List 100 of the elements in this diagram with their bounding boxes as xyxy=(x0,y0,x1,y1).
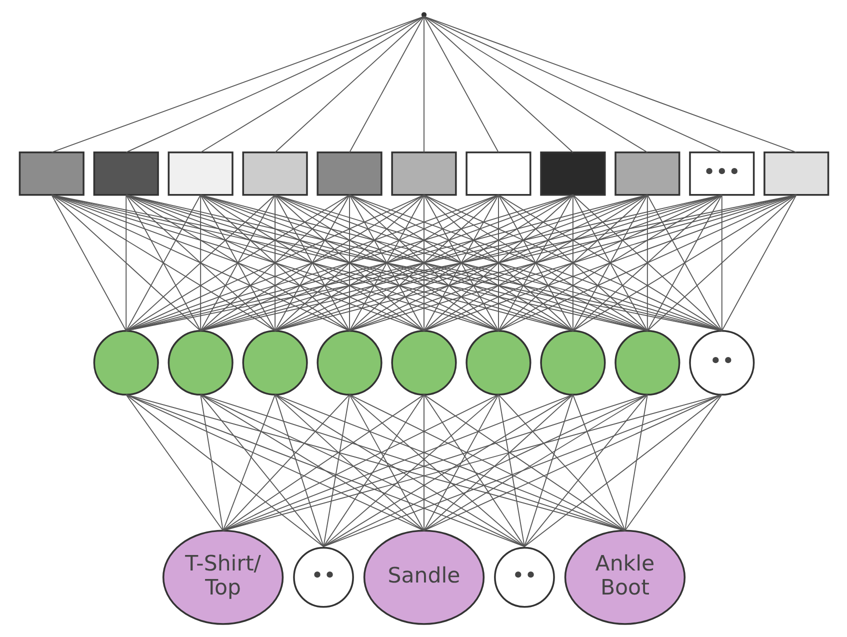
connector xyxy=(200,194,498,332)
connector xyxy=(348,394,524,548)
connector xyxy=(423,194,648,332)
node-circle xyxy=(614,330,680,396)
connector xyxy=(646,194,648,332)
node-box xyxy=(540,151,606,196)
node-ellipse: Ankle Boot xyxy=(564,530,686,625)
connector xyxy=(423,16,722,153)
connector xyxy=(222,394,573,532)
connector xyxy=(423,394,722,532)
connector xyxy=(572,194,648,332)
connector xyxy=(423,16,424,153)
connector xyxy=(498,194,573,332)
connector xyxy=(524,394,722,548)
node-ellipse: T-Shirt/ Top xyxy=(162,530,284,625)
connector xyxy=(498,394,625,532)
connector xyxy=(720,194,722,332)
connector xyxy=(423,394,524,548)
connector xyxy=(274,16,424,153)
connector xyxy=(348,194,722,332)
node-box xyxy=(92,151,158,196)
connector xyxy=(274,394,625,532)
node-circle xyxy=(540,330,606,396)
connector xyxy=(274,194,573,332)
connector xyxy=(125,194,498,332)
connector xyxy=(274,194,498,332)
connector xyxy=(423,194,796,332)
connector xyxy=(348,194,424,332)
connector xyxy=(322,394,424,548)
connector xyxy=(125,194,424,332)
connector xyxy=(423,394,573,532)
node-box: ••• xyxy=(688,151,754,196)
node-circle: •• xyxy=(292,546,354,608)
connector xyxy=(423,394,424,532)
connector xyxy=(624,394,648,532)
connector xyxy=(222,394,498,532)
connector xyxy=(524,394,573,548)
connector xyxy=(498,394,524,548)
connector xyxy=(322,394,498,548)
connector xyxy=(274,194,648,332)
node-box xyxy=(614,151,680,196)
node-circle xyxy=(167,330,233,396)
connector xyxy=(423,194,722,332)
connector xyxy=(274,194,276,332)
connector xyxy=(274,394,424,532)
node-circle xyxy=(92,330,158,396)
connector xyxy=(348,194,350,332)
connector xyxy=(200,394,224,532)
node-circle xyxy=(390,330,456,396)
connector xyxy=(125,194,201,332)
node-point xyxy=(420,12,426,18)
connector xyxy=(498,194,722,332)
connector xyxy=(348,194,573,332)
node-box xyxy=(316,151,382,196)
connector xyxy=(200,194,350,332)
connector xyxy=(423,16,573,153)
connector xyxy=(125,394,224,532)
connector xyxy=(50,194,276,332)
connector xyxy=(423,394,498,532)
connector xyxy=(348,394,424,532)
connector xyxy=(423,194,498,332)
connector xyxy=(498,194,796,332)
connector xyxy=(423,16,796,153)
connector xyxy=(423,194,573,332)
node-box xyxy=(465,151,531,196)
connector xyxy=(348,194,648,332)
connector xyxy=(572,194,722,332)
connector xyxy=(274,394,324,548)
node-box xyxy=(18,151,84,196)
connector xyxy=(274,194,424,332)
connector xyxy=(125,394,324,548)
connector xyxy=(524,394,648,548)
node-circle xyxy=(242,330,308,396)
connector xyxy=(50,194,424,332)
connector xyxy=(50,16,424,153)
connector xyxy=(646,194,796,332)
connector xyxy=(50,194,201,332)
node-ellipse: Sandle xyxy=(362,530,484,625)
connector xyxy=(348,194,498,332)
connector xyxy=(50,194,126,332)
node-circle: •• xyxy=(494,546,554,608)
connector xyxy=(200,194,276,332)
connector xyxy=(125,194,126,332)
connector xyxy=(498,194,648,332)
connector xyxy=(572,194,573,332)
connector xyxy=(348,16,424,153)
connector xyxy=(274,194,350,332)
node-box xyxy=(167,151,233,196)
connector xyxy=(423,194,424,332)
connector xyxy=(222,394,350,532)
connector xyxy=(423,16,648,153)
node-box xyxy=(763,151,829,196)
connector xyxy=(274,394,524,548)
connector xyxy=(423,16,498,153)
connector xyxy=(322,394,573,548)
node-circle xyxy=(465,330,531,396)
connector xyxy=(200,16,424,153)
connector xyxy=(624,394,722,532)
connector xyxy=(322,394,350,548)
node-circle xyxy=(316,330,382,396)
